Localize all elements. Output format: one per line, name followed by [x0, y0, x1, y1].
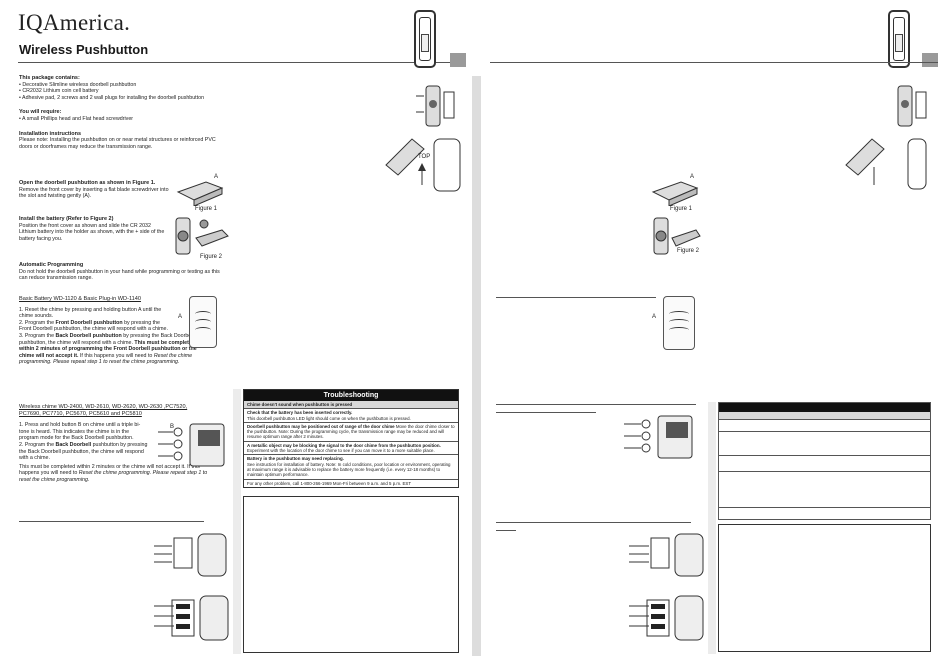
brand-logo: IQAmerica.	[18, 10, 131, 35]
wireless-heading-1: Wireless chime WD-2400, WD-2610, WD-2620…	[19, 404, 188, 410]
chime-label-a-right: A	[652, 314, 657, 320]
table-row: For any other problem, call 1-800-266-19…	[247, 480, 411, 486]
page-tab	[450, 53, 466, 67]
plugin-chime-illustrations-right	[625, 530, 710, 650]
notes-box	[243, 496, 459, 653]
page-separator	[472, 76, 481, 656]
troubleshooting-title: Troubleshooting	[244, 390, 458, 401]
pushbutton-illustration-right	[888, 10, 910, 68]
figure-2-illustration-right	[640, 216, 702, 256]
list-item: CR2032 Lithium coin cell battery	[19, 88, 224, 95]
table-row: Battery in the pushbutton may need repla…	[244, 455, 458, 480]
figure-1-caption: Figure 1	[195, 206, 218, 212]
package-heading: This package contains:	[19, 75, 80, 81]
rule-right-3	[496, 412, 596, 413]
page-title: Wireless Pushbutton	[19, 42, 149, 57]
table-row: Chime doesn't sound when pushbutton is p…	[244, 401, 458, 410]
install-text: Please note: Installing the pushbutton o…	[19, 137, 216, 150]
chime-illustration-right	[663, 296, 695, 350]
label-b: B	[170, 424, 175, 430]
mounting-illustration-right	[838, 135, 928, 195]
figure-1-illustration-right	[651, 178, 701, 207]
table-row: A metallic object may be blocking the si…	[244, 442, 458, 456]
plugin-chime-illustrations	[150, 530, 235, 650]
battery-text: Position the front cover as shown and sl…	[19, 222, 165, 242]
battery-heading: Install the battery (Refer to Figure 2)	[19, 216, 114, 222]
top-label: TOP	[418, 154, 431, 160]
pushbutton-illustration	[414, 10, 436, 68]
package-list: Decorative Slimline wireless doorbell pu…	[19, 82, 224, 102]
battery-section: Install the battery (Refer to Figure 2) …	[19, 216, 169, 242]
auto-section: Automatic Programming Do not hold the do…	[19, 262, 229, 282]
wireless-heading-2: PC7690, PC7710, PC5670, PC5610 and PC581…	[19, 410, 142, 417]
figure-2-caption: Figure 2	[200, 254, 223, 260]
mounting-illustration	[378, 135, 468, 195]
label-a-right: A	[690, 174, 695, 180]
title-rule	[18, 62, 465, 63]
list-item: Decorative Slimline wireless doorbell pu…	[19, 82, 224, 89]
auto-heading: Automatic Programming	[19, 262, 84, 268]
gutter-strip-right	[708, 402, 716, 654]
pushbutton-opened-illustration	[412, 82, 462, 130]
open-heading: Open the doorbell pushbutton as shown in…	[19, 180, 156, 186]
rule-right-4	[496, 522, 691, 523]
pushbutton-opened-illustration-right	[884, 82, 934, 130]
list-item: Adhesive pad, 2 screws and 2 wall plugs …	[19, 95, 224, 102]
figure-1-illustration	[176, 178, 226, 207]
basic-step-1: 1. Reset the chime by pressing and holdi…	[19, 306, 162, 320]
wireless-chime-illustration	[158, 422, 228, 468]
wireless-step-3: This must be completed within 2 minutes …	[19, 463, 208, 483]
troubleshooting-table-right	[718, 402, 931, 520]
chime-illustration	[189, 296, 217, 348]
auto-text: Do not hold the doorbell pushbutton in y…	[19, 268, 220, 282]
basic-step-3: 3. Program the Back Doorbell pushbutton …	[19, 332, 197, 366]
figure-1-caption-right: Figure 1	[670, 206, 693, 212]
basic-step-2: 2. Program the Front Doorbell pushbutton…	[19, 319, 168, 333]
figure-2-caption-right: Figure 2	[677, 248, 700, 254]
table-row: Doorbell pushbutton may be positioned ou…	[244, 423, 458, 442]
wireless-section: Wireless chime WD-2400, WD-2610, WD-2620…	[19, 404, 219, 484]
label-a: A	[214, 174, 219, 180]
figure-2-illustration	[172, 216, 230, 256]
wireless-step-1: 1. Press and hold button B on chime unti…	[19, 422, 141, 442]
section-rule	[19, 521, 204, 522]
chime-label-a: A	[178, 314, 183, 320]
rule-right-2	[496, 404, 696, 405]
wireless-step-2: 2. Program the Back Doorbell pushbutton …	[19, 441, 148, 462]
troubleshooting-table: Troubleshooting Chime doesn't sound when…	[243, 389, 459, 488]
list-item: A small Phillips head and Flat head scre…	[19, 116, 224, 123]
basic-section: Basic Battery WD-1120 & Basic Plug-in WD…	[19, 296, 209, 366]
install-heading: Installation instructions	[19, 130, 82, 137]
wireless-chime-illustration-right	[620, 414, 695, 460]
rule-right-1	[496, 297, 656, 298]
open-text: Remove the front cover by inserting a fl…	[19, 186, 169, 200]
notes-box-right	[718, 524, 931, 652]
basic-heading: Basic Battery WD-1120 & Basic Plug-in WD…	[19, 296, 141, 302]
table-row: Check that the battery has been inserted…	[244, 409, 458, 423]
open-section: Open the doorbell pushbutton as shown in…	[19, 180, 169, 200]
gutter-strip	[233, 389, 241, 654]
left-column: This package contains: Decorative Slimli…	[19, 75, 224, 150]
rule-right-5	[496, 530, 516, 531]
title-rule-right	[490, 62, 938, 63]
page-tab-right	[922, 53, 938, 67]
require-heading: You will require:	[19, 109, 62, 116]
